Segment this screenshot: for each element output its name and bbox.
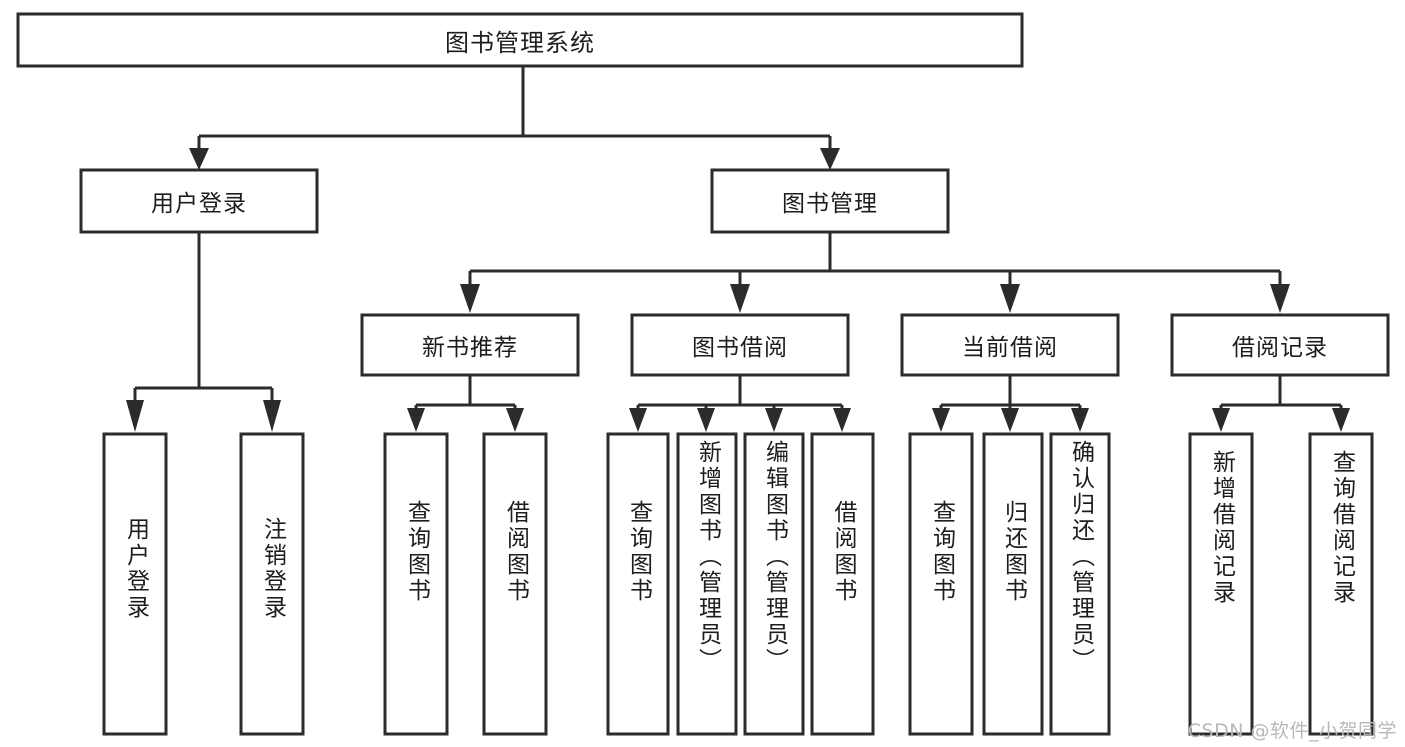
node-box-level2-2[interactable] xyxy=(900,313,1120,377)
connector-group-root xyxy=(189,66,840,170)
node-box-leaf-5[interactable] xyxy=(676,432,738,736)
node-box-leaf-4[interactable] xyxy=(606,432,670,736)
arrowhead-leaf-query-record xyxy=(1332,408,1350,432)
arrowhead-leaf-add-book xyxy=(697,408,715,432)
node-box-root[interactable] xyxy=(16,12,1024,68)
arrowhead-leaf-query-book-3 xyxy=(932,408,950,432)
node-box-leaf-3[interactable] xyxy=(482,432,548,736)
arrowhead-leaf-query-book-1 xyxy=(407,408,425,432)
connector-group-new-book-rec xyxy=(407,375,524,432)
node-box-leaf-0[interactable] xyxy=(102,432,168,736)
arrowhead-leaf-return-book xyxy=(1001,408,1019,432)
connector-group-current-borrow xyxy=(932,375,1089,432)
node-box-leaf-12[interactable] xyxy=(1308,432,1374,736)
arrowhead-leaf-borrow-book-1 xyxy=(506,408,524,432)
arrowhead-user-login xyxy=(189,148,209,170)
arrowhead-leaf-edit-book xyxy=(765,408,783,432)
arrowhead-borrow-record xyxy=(1270,284,1290,313)
arrowhead-book-borrow xyxy=(730,284,750,313)
arrowhead-book-mgmt xyxy=(820,148,840,170)
node-box-leaf-10[interactable] xyxy=(1049,432,1111,736)
arrowhead-leaf-borrow-book-2 xyxy=(833,408,851,432)
arrowhead-new-book-rec xyxy=(460,284,480,313)
connector-group-user-login xyxy=(126,232,281,432)
node-box-leaf-1[interactable] xyxy=(239,432,305,736)
arrowhead-leaf-add-record xyxy=(1212,408,1230,432)
arrowhead-leaf-query-book-2 xyxy=(629,408,647,432)
arrowhead-leaf-logout xyxy=(263,400,281,432)
node-box-leaf-11[interactable] xyxy=(1188,432,1254,736)
node-box-level2-1[interactable] xyxy=(630,313,850,377)
connector-group-book-mgmt xyxy=(460,232,1290,313)
connector-group-book-borrow xyxy=(629,375,851,432)
node-box-leaf-7[interactable] xyxy=(810,432,875,736)
node-box-leaf-2[interactable] xyxy=(383,432,449,736)
arrowhead-leaf-confirm-return xyxy=(1071,408,1089,432)
node-box-leaf-6[interactable] xyxy=(743,432,805,736)
node-box-level2-3[interactable] xyxy=(1170,313,1390,377)
node-box-level2-0[interactable] xyxy=(360,313,580,377)
arrowhead-current-borrow xyxy=(1000,284,1020,313)
node-box-level1-0[interactable] xyxy=(79,168,319,234)
node-box-leaf-9[interactable] xyxy=(982,432,1044,736)
csdn-watermark: CSDN @软件_小贺同学 xyxy=(1187,720,1397,742)
arrowhead-leaf-user-login xyxy=(126,400,144,432)
node-box-level1-1[interactable] xyxy=(710,168,950,234)
node-box-leaf-8[interactable] xyxy=(908,432,974,736)
connector-group-borrow-record xyxy=(1212,375,1350,432)
